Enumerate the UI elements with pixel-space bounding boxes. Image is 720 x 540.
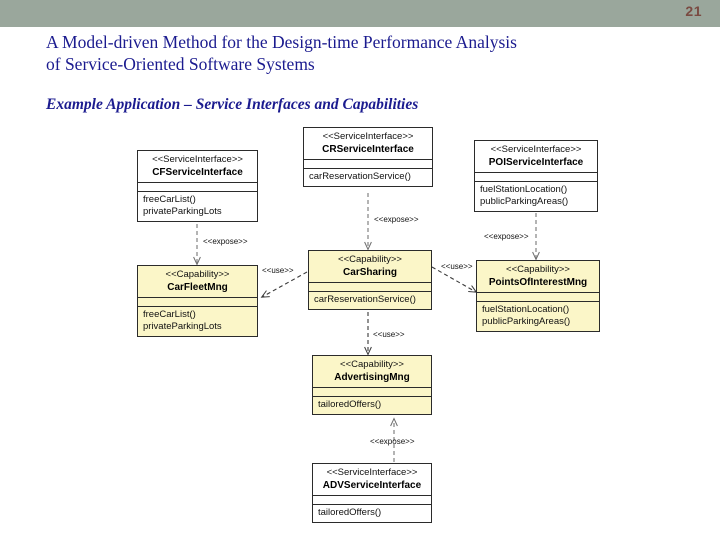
uml-class-name: PointsOfInterestMng (488, 276, 588, 288)
uml-attributes-compartment (475, 173, 597, 182)
connector-label-expose-cf: <<expose>> (203, 237, 248, 246)
uml-stereotype: <<Capability>> (165, 269, 230, 280)
uml-operations-compartment: fuelStationLocation() publicParkingAreas… (482, 304, 571, 327)
uml-attributes-compartment (313, 496, 431, 505)
uml-class-name: CarFleetMng (167, 281, 228, 293)
uml-operations-compartment: tailoredOffers() (318, 399, 382, 410)
uml-class-name: AdvertisingMng (334, 371, 410, 383)
uml-operations-compartment: carReservationService() (309, 171, 411, 182)
uml-attributes-compartment (313, 388, 431, 397)
uml-box-cf-service-interface[interactable]: <<ServiceInterface>> CFServiceInterface … (137, 150, 258, 222)
uml-class-name: ADVServiceInterface (322, 479, 422, 491)
uml-class-name: CarSharing (343, 266, 397, 278)
uml-attributes-compartment (309, 283, 431, 292)
uml-operations-compartment: freeCarList() privateParkingLots (143, 194, 222, 217)
uml-operations-compartment: fuelStationLocation() publicParkingAreas… (480, 184, 569, 207)
uml-stereotype: <<Capability>> (340, 359, 404, 370)
uml-box-header: <<ServiceInterface>> ADVServiceInterface (313, 464, 431, 496)
uml-box-points-of-interest-mng[interactable]: <<Capability>> PointsOfInterestMng fuelS… (476, 260, 600, 332)
uml-class-name: CFServiceInterface (152, 166, 243, 178)
uml-box-header: <<Capability>> AdvertisingMng (313, 356, 431, 388)
uml-class-name: POIServiceInterface (488, 156, 584, 168)
connector-label-expose-cr: <<expose>> (374, 215, 419, 224)
uml-box-header: <<Capability>> CarFleetMng (138, 266, 257, 298)
uml-stereotype: <<ServiceInterface>> (152, 154, 243, 165)
uml-box-header: <<ServiceInterface>> POIServiceInterface (475, 141, 597, 173)
uml-box-poi-service-interface[interactable]: <<ServiceInterface>> POIServiceInterface… (474, 140, 598, 212)
uml-operations-compartment: carReservationService() (314, 294, 416, 305)
uml-operations-compartment: tailoredOffers() (318, 507, 382, 518)
uml-class-name: CRServiceInterface (322, 143, 414, 155)
page-title: A Model-driven Method for the Design-tim… (46, 32, 517, 74)
connector-label-use-adv: <<use>> (373, 330, 405, 339)
connector-label-expose-adv: <<expose>> (370, 437, 415, 446)
uml-box-car-sharing[interactable]: <<Capability>> CarSharing carReservation… (308, 250, 432, 310)
uml-box-header: <<Capability>> CarSharing (309, 251, 431, 283)
uml-box-advertising-mng[interactable]: <<Capability>> AdvertisingMng tailoredOf… (312, 355, 432, 415)
uml-box-adv-service-interface[interactable]: <<ServiceInterface>> ADVServiceInterface… (312, 463, 432, 523)
header-bar (0, 0, 720, 27)
connector-use-poim (431, 266, 478, 293)
uml-stereotype: <<Capability>> (338, 254, 402, 265)
uml-stereotype: <<ServiceInterface>> (490, 144, 582, 155)
uml-attributes-compartment (138, 298, 257, 307)
uml-box-header: <<Capability>> PointsOfInterestMng (477, 261, 599, 293)
uml-box-cr-service-interface[interactable]: <<ServiceInterface>> CRServiceInterface … (303, 127, 433, 187)
uml-stereotype: <<Capability>> (506, 264, 570, 275)
connector-label-use-poim: <<use>> (441, 262, 473, 271)
slide-subtitle: Example Application – Service Interfaces… (46, 96, 419, 113)
uml-box-header: <<ServiceInterface>> CFServiceInterface (138, 151, 257, 183)
connector-label-expose-poi: <<expose>> (484, 232, 529, 241)
uml-attributes-compartment (477, 293, 599, 302)
uml-stereotype: <<ServiceInterface>> (326, 467, 418, 478)
page-number: 21 (685, 3, 702, 19)
uml-box-header: <<ServiceInterface>> CRServiceInterface (304, 128, 432, 160)
uml-stereotype: <<ServiceInterface>> (322, 131, 414, 142)
uml-attributes-compartment (304, 160, 432, 169)
connector-use-cfm (260, 271, 308, 298)
uml-operations-compartment: freeCarList() privateParkingLots (143, 309, 222, 332)
uml-attributes-compartment (138, 183, 257, 192)
connector-label-use-cfm: <<use>> (262, 266, 294, 275)
uml-box-car-fleet-mng[interactable]: <<Capability>> CarFleetMng freeCarList()… (137, 265, 258, 337)
